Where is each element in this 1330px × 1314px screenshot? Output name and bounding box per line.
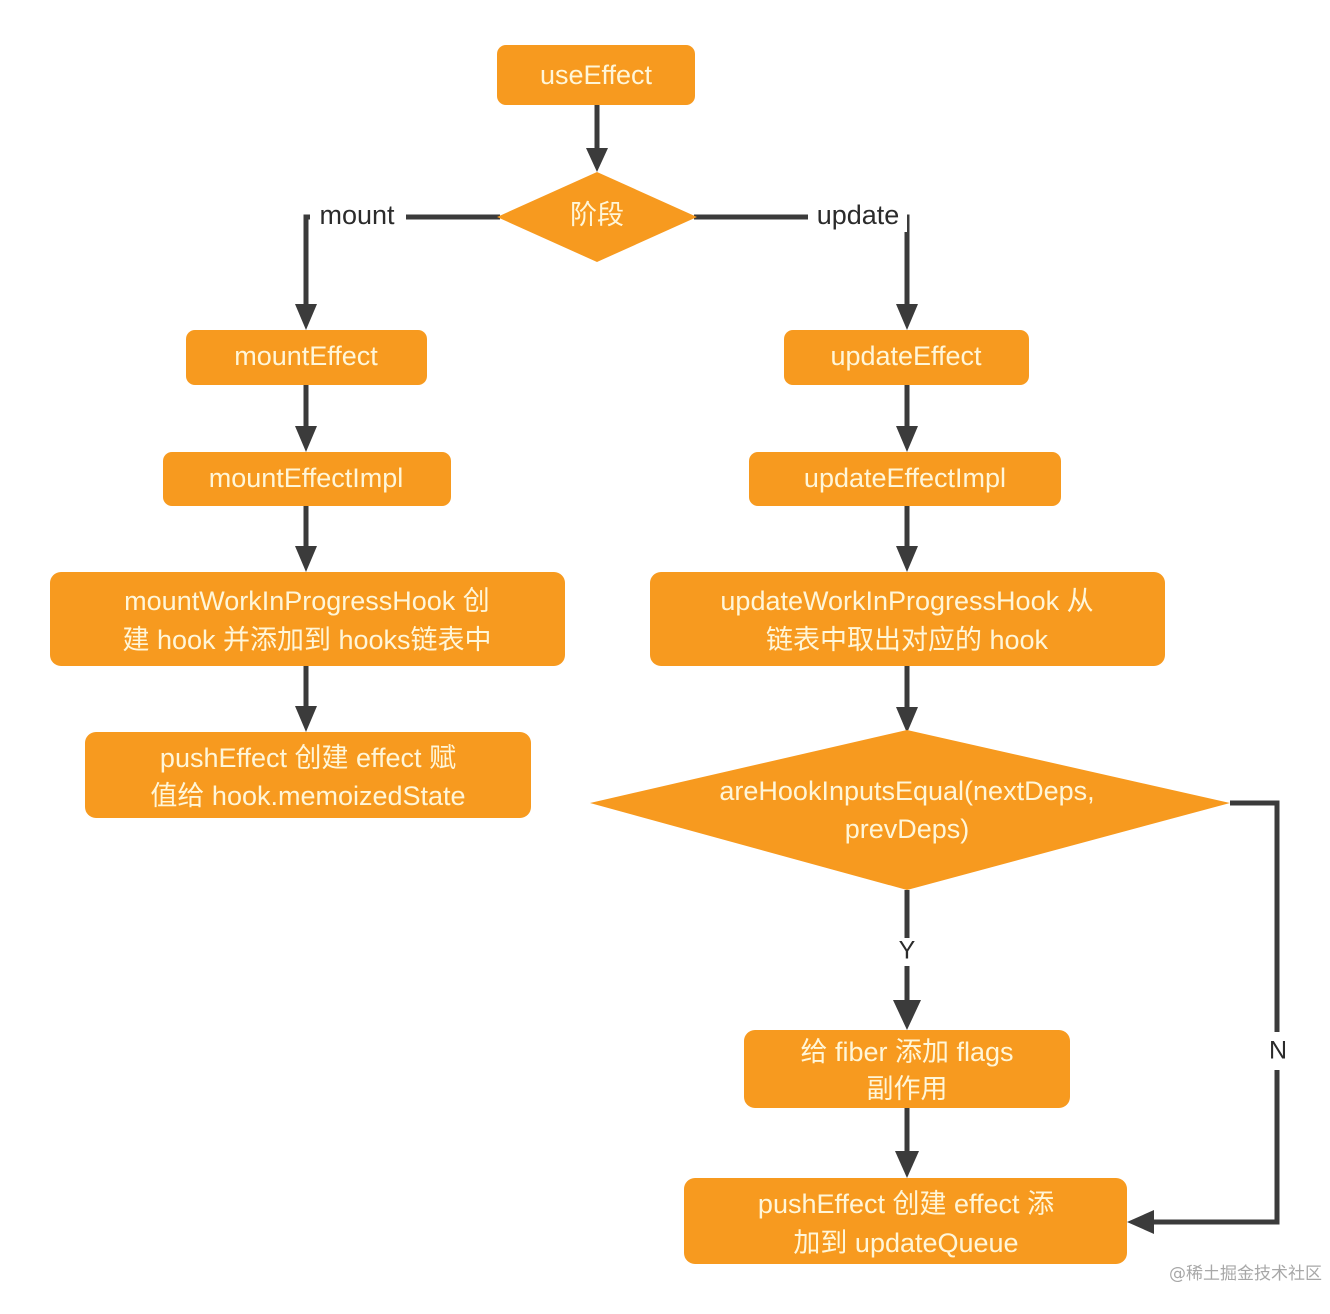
- edge-label-mount-text: mount: [319, 200, 395, 230]
- arehookinputsequal-label-line1: areHookInputsEqual(nextDeps,: [719, 776, 1094, 806]
- mountwiphook-label-line1: mountWorkInProgressHook 创: [124, 586, 490, 616]
- edge-updatewiphook-to-arehookinputsequal: [896, 666, 918, 733]
- edge-mounteffect-to-mounteffectimpl: [295, 385, 317, 452]
- useeffect-label: useEffect: [540, 60, 653, 90]
- node-update-pusheffect[interactable]: pushEffect 创建 effect 添 加到 updateQueue: [684, 1178, 1127, 1264]
- updatewiphook-label-line2: 链表中取出对应的 hook: [766, 625, 1049, 655]
- updateeffectimpl-box[interactable]: [749, 452, 1061, 506]
- updateeffect-box[interactable]: [784, 330, 1029, 385]
- arehookinputsequal-diamond[interactable]: [590, 730, 1230, 890]
- edge-mounteffectimpl-to-mountwiphook: [295, 506, 317, 572]
- node-mountworkinprogresshook[interactable]: mountWorkInProgressHook 创 建 hook 并添加到 ho…: [50, 572, 565, 666]
- edge-label-yes: Y: [893, 937, 921, 966]
- mountwiphook-box[interactable]: [50, 572, 565, 666]
- edge-mountwiphook-to-pusheffect: [295, 666, 317, 732]
- edge-label-yes-text: Y: [899, 937, 916, 965]
- edge-phase-to-updateeffect: [694, 214, 918, 330]
- add-flags-box[interactable]: [744, 1030, 1070, 1108]
- phase-diamond[interactable]: [497, 172, 697, 262]
- mount-pusheffect-label-line2: 值给 hook.memoizedState: [150, 781, 465, 811]
- phase-label: 阶段: [570, 200, 624, 230]
- updateeffect-label: updateEffect: [830, 341, 982, 371]
- update-pusheffect-box[interactable]: [684, 1178, 1127, 1264]
- mount-pusheffect-label-line1: pushEffect 创建 effect 赋: [160, 743, 456, 773]
- node-mount-pusheffect[interactable]: pushEffect 创建 effect 赋 值给 hook.memoizedS…: [85, 732, 531, 818]
- mounteffectimpl-box[interactable]: [163, 452, 451, 506]
- edge-arehookinputsequal-no: [1127, 800, 1280, 1234]
- node-mounteffect[interactable]: mountEffect: [186, 330, 427, 385]
- mounteffect-label: mountEffect: [234, 341, 378, 371]
- add-flags-label-line1: 给 fiber 添加 flags: [800, 1037, 1013, 1067]
- edge-updateeffectimpl-to-updatewiphook: [896, 506, 918, 572]
- update-pusheffect-label-line1: pushEffect 创建 effect 添: [758, 1189, 1054, 1219]
- updateeffectimpl-label: updateEffectImpl: [804, 463, 1006, 493]
- mounteffect-box[interactable]: [186, 330, 427, 385]
- edge-label-mount: mount: [310, 200, 406, 232]
- mountwiphook-label-line2: 建 hook 并添加到 hooks链表中: [122, 625, 491, 655]
- node-updateeffect[interactable]: updateEffect: [784, 330, 1029, 385]
- edge-phase-to-mounteffect: [295, 214, 500, 330]
- node-mounteffectimpl[interactable]: mountEffectImpl: [163, 452, 451, 506]
- node-arehookinputsequal-decision[interactable]: areHookInputsEqual(nextDeps, prevDeps): [590, 730, 1230, 890]
- edge-label-update-text: update: [817, 200, 900, 230]
- mount-pusheffect-box[interactable]: [85, 732, 531, 818]
- edge-label-update: update: [808, 200, 907, 232]
- node-updateeffectimpl[interactable]: updateEffectImpl: [749, 452, 1061, 506]
- watermark-label: @稀土掘金技术社区: [1169, 1264, 1322, 1284]
- update-pusheffect-label-line2: 加到 updateQueue: [793, 1228, 1018, 1258]
- node-updateworkinprogresshook[interactable]: updateWorkInProgressHook 从 链表中取出对应的 hook: [650, 572, 1165, 666]
- edge-updateeffect-to-updateeffectimpl: [896, 385, 918, 452]
- useeffect-box[interactable]: [497, 45, 695, 105]
- edge-useeffect-to-phase: [586, 105, 608, 172]
- mounteffectimpl-label: mountEffectImpl: [209, 463, 404, 493]
- node-useeffect[interactable]: useEffect: [497, 45, 695, 105]
- edge-addflags-to-updatepusheffect: [895, 1108, 919, 1178]
- edge-arehookinputsequal-yes: [893, 890, 921, 1030]
- edge-label-no: N: [1263, 1036, 1293, 1066]
- updatewiphook-box[interactable]: [650, 572, 1165, 666]
- add-flags-label-line2: 副作用: [867, 1074, 948, 1104]
- node-phase-decision[interactable]: 阶段: [497, 172, 697, 262]
- edge-label-no-text: N: [1269, 1037, 1287, 1065]
- arehookinputsequal-label-line2: prevDeps): [845, 814, 970, 844]
- updatewiphook-label-line1: updateWorkInProgressHook 从: [720, 586, 1093, 616]
- node-add-flags[interactable]: 给 fiber 添加 flags 副作用: [744, 1030, 1070, 1108]
